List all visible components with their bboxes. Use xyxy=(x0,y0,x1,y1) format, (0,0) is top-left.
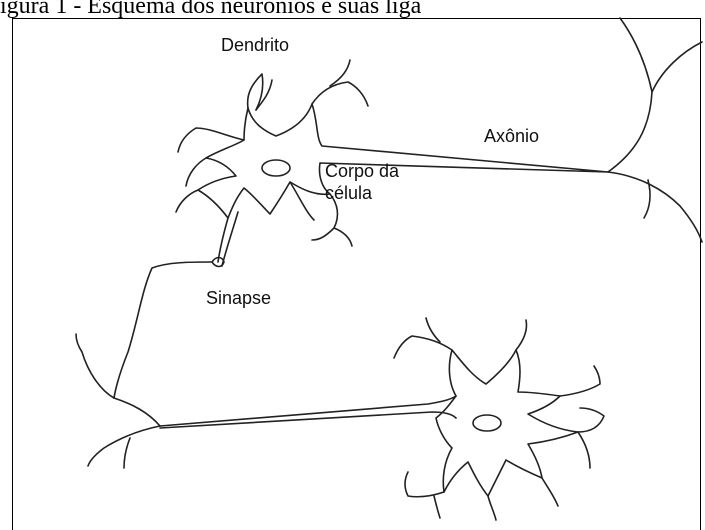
upper-to-synapse-line-2 xyxy=(222,212,238,266)
lower-axon-tip-left-2 xyxy=(124,438,130,468)
lower-soma-outline xyxy=(436,350,578,496)
lower-dendrite-8 xyxy=(405,472,444,497)
upper-axon-top-branch xyxy=(608,18,652,172)
upper-dendrite-3 xyxy=(312,82,368,106)
lower-dendrite-9 xyxy=(434,496,440,518)
lower-dendrite-10 xyxy=(578,432,590,468)
lower-dendrite-3 xyxy=(516,320,527,350)
upper-dendrite-5 xyxy=(178,128,244,152)
cell-body-label-line-1: Corpo da xyxy=(325,161,399,181)
upper-dendrite-6 xyxy=(186,158,206,186)
lower-dendrite-7 xyxy=(488,496,496,520)
lower-neuron xyxy=(76,262,604,520)
upper-dendrite-9 xyxy=(334,228,352,246)
lower-axon-branch-left-2 xyxy=(114,398,160,426)
upper-to-synapse-line xyxy=(218,218,228,262)
lower-dendrite-4 xyxy=(560,366,600,396)
cell-body-label-line-2: célula xyxy=(325,182,399,204)
upper-dendrite-7 xyxy=(176,190,198,212)
upper-axon-bottom-branch xyxy=(608,172,702,242)
cell-body-label: Corpo da célula xyxy=(325,160,399,204)
lower-axon-branch-left xyxy=(76,334,114,398)
lower-axon-line xyxy=(160,396,456,426)
upper-axon-top-twig xyxy=(652,42,702,92)
lower-dendrite-1 xyxy=(394,336,452,358)
lower-axon-from-synapse xyxy=(114,262,212,398)
synapse-label: Sinapse xyxy=(206,287,271,309)
lower-dendrite-6 xyxy=(542,478,558,506)
dendrite-label: Dendrito xyxy=(221,34,289,56)
upper-nucleus xyxy=(262,160,290,176)
lower-dendrite-5 xyxy=(578,408,604,432)
upper-axon-bottom-twig xyxy=(644,180,650,218)
lower-nucleus xyxy=(473,415,501,431)
axon-label: Axônio xyxy=(484,125,539,147)
upper-soma-outline xyxy=(198,104,608,218)
